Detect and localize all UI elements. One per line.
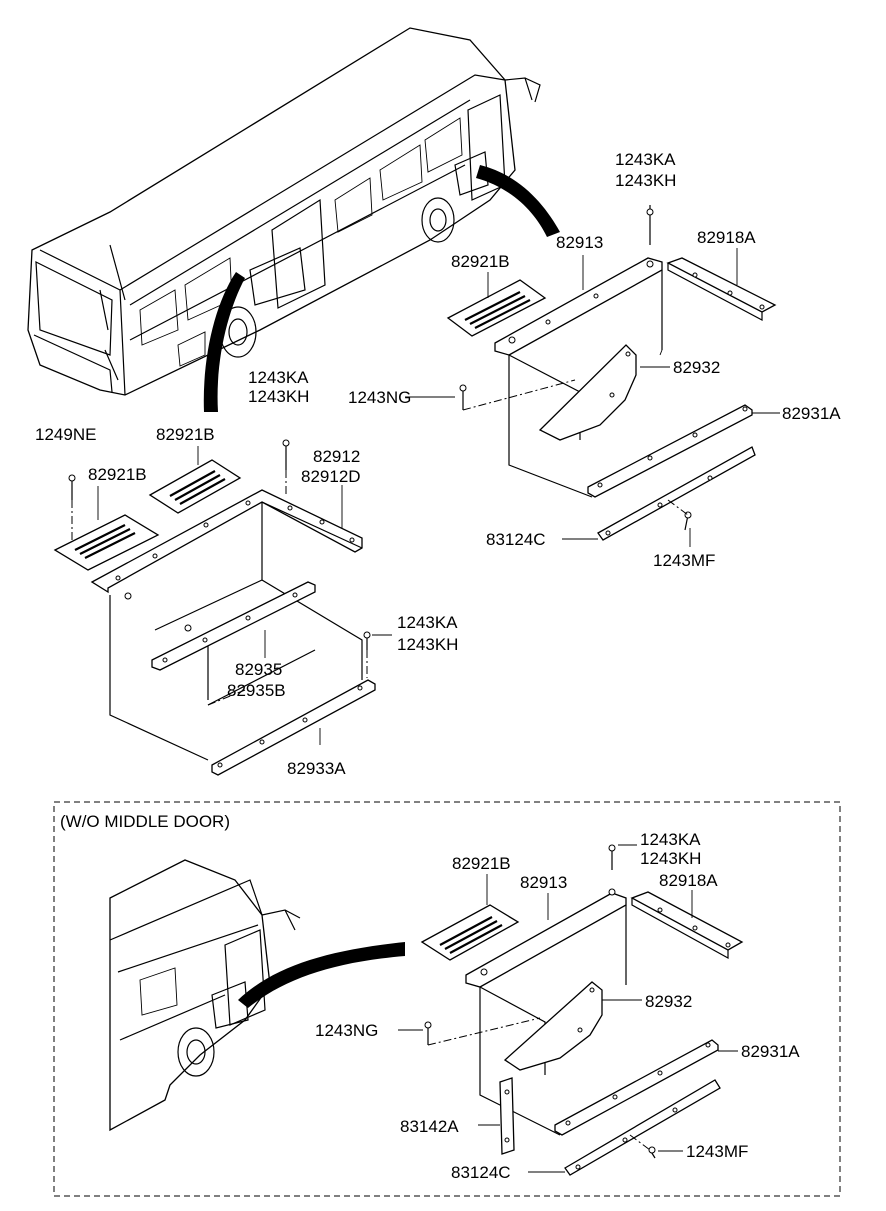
- label-83124c-box: 83124C: [451, 1163, 511, 1182]
- callout-arrow-box: [238, 942, 405, 1008]
- label-82921b-left: 82921B: [88, 465, 147, 484]
- label-82918a-top: 82918A: [697, 228, 756, 247]
- label-82932-top: 82932: [673, 358, 720, 377]
- label-82921b-top: 82921B: [451, 252, 510, 271]
- label-1243ka-low: 1243KA: [397, 613, 458, 632]
- part-labels: 1243KA 1243KH 82913 82918A 82921B 82932 …: [35, 150, 841, 1182]
- label-1243kh-top: 1243KH: [615, 171, 676, 190]
- label-82918a-box: 82918A: [659, 871, 718, 890]
- label-82912: 82912: [313, 447, 360, 466]
- label-1243ng-box: 1243NG: [315, 1021, 378, 1040]
- middle-step-assembly: [53, 439, 376, 776]
- bus-illustration: [27, 27, 541, 396]
- label-box-title: (W/O MIDDLE DOOR): [60, 812, 230, 831]
- label-82935b: 82935B: [227, 681, 286, 700]
- label-1243mf-box: 1243MF: [686, 1142, 748, 1161]
- callout-arrow-middle: [203, 272, 245, 412]
- label-82931a-box: 82931A: [741, 1042, 800, 1061]
- front-step-assembly: [446, 205, 777, 541]
- label-82935: 82935: [235, 660, 282, 679]
- label-1243kh-box: 1243KH: [640, 849, 701, 868]
- label-83142a-box: 83142A: [400, 1117, 459, 1136]
- label-82912d: 82912D: [301, 467, 361, 486]
- label-1243kh-mid: 1243KH: [248, 387, 309, 406]
- label-1249ne: 1249NE: [35, 425, 96, 444]
- label-1243ng-top: 1243NG: [348, 388, 411, 407]
- bus-front-illustration: [109, 859, 301, 1132]
- label-83124c-top: 83124C: [486, 530, 546, 549]
- label-82932-box: 82932: [645, 992, 692, 1011]
- label-1243kh-low: 1243KH: [397, 635, 458, 654]
- label-82913-box: 82913: [520, 873, 567, 892]
- leader-lines: [97, 248, 780, 1173]
- no-middle-door-step-assembly: [420, 844, 744, 1176]
- label-1243ka-mid: 1243KA: [248, 368, 309, 387]
- label-1243mf-top: 1243MF: [653, 551, 715, 570]
- label-82913-top: 82913: [556, 233, 603, 252]
- callout-arrow-front: [476, 165, 560, 237]
- label-82921b-mid: 82921B: [156, 425, 215, 444]
- label-82931a-top: 82931A: [782, 404, 841, 423]
- label-82921b-box: 82921B: [452, 854, 511, 873]
- label-1243ka-top: 1243KA: [615, 150, 676, 169]
- label-1243ka-box: 1243KA: [640, 830, 701, 849]
- label-82933a: 82933A: [287, 759, 346, 778]
- without-middle-door-box: [53, 801, 841, 1197]
